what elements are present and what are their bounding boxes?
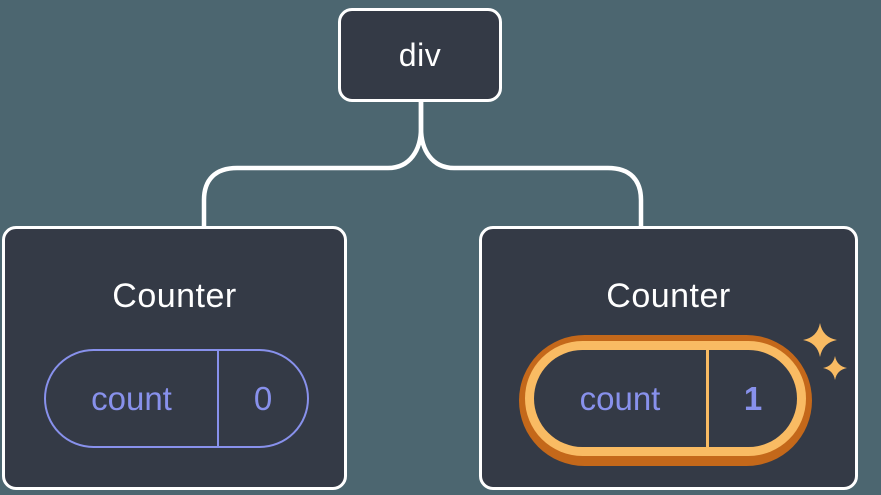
component-title: Counter bbox=[606, 277, 731, 315]
sparkle-icon bbox=[803, 323, 837, 357]
state-value: 1 bbox=[743, 379, 763, 417]
state-pill: count 0 bbox=[44, 349, 309, 448]
counter-card-left: Counter count 0 bbox=[2, 226, 347, 490]
state-value: 0 bbox=[253, 379, 273, 417]
root-node-div: div bbox=[338, 8, 502, 102]
counter-card-right: Counter count 1 bbox=[479, 226, 858, 490]
root-node-label: div bbox=[398, 36, 442, 73]
state-key-label: count bbox=[534, 350, 709, 447]
connector-left bbox=[201, 97, 424, 230]
sparkle-icon bbox=[823, 356, 847, 380]
component-title: Counter bbox=[112, 277, 237, 315]
state-key-label: count bbox=[46, 351, 219, 446]
state-pill-highlighted: count 1 bbox=[519, 335, 812, 466]
state-pill-highlight-ring: count 1 bbox=[525, 341, 806, 456]
connector-right bbox=[418, 97, 644, 230]
